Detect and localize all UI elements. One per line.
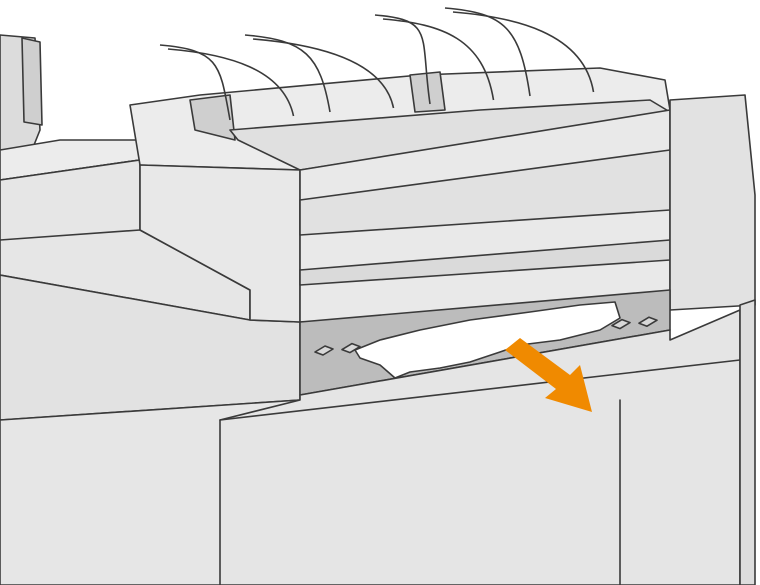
stacker-wire — [167, 48, 295, 117]
printer-front-lower — [219, 299, 756, 585]
printer-center-housing — [139, 94, 756, 323]
stacker-wire — [374, 14, 431, 105]
stacker-wires — [159, 7, 595, 121]
stacker-wire — [444, 7, 531, 97]
stacker-wire — [159, 44, 231, 121]
stacker-wire — [244, 34, 331, 113]
stacker-wire — [382, 18, 495, 101]
stacker-wire — [252, 38, 395, 109]
stacker-wire — [452, 11, 595, 93]
control-panel — [0, 34, 43, 161]
direction-arrow-icon — [505, 338, 592, 412]
